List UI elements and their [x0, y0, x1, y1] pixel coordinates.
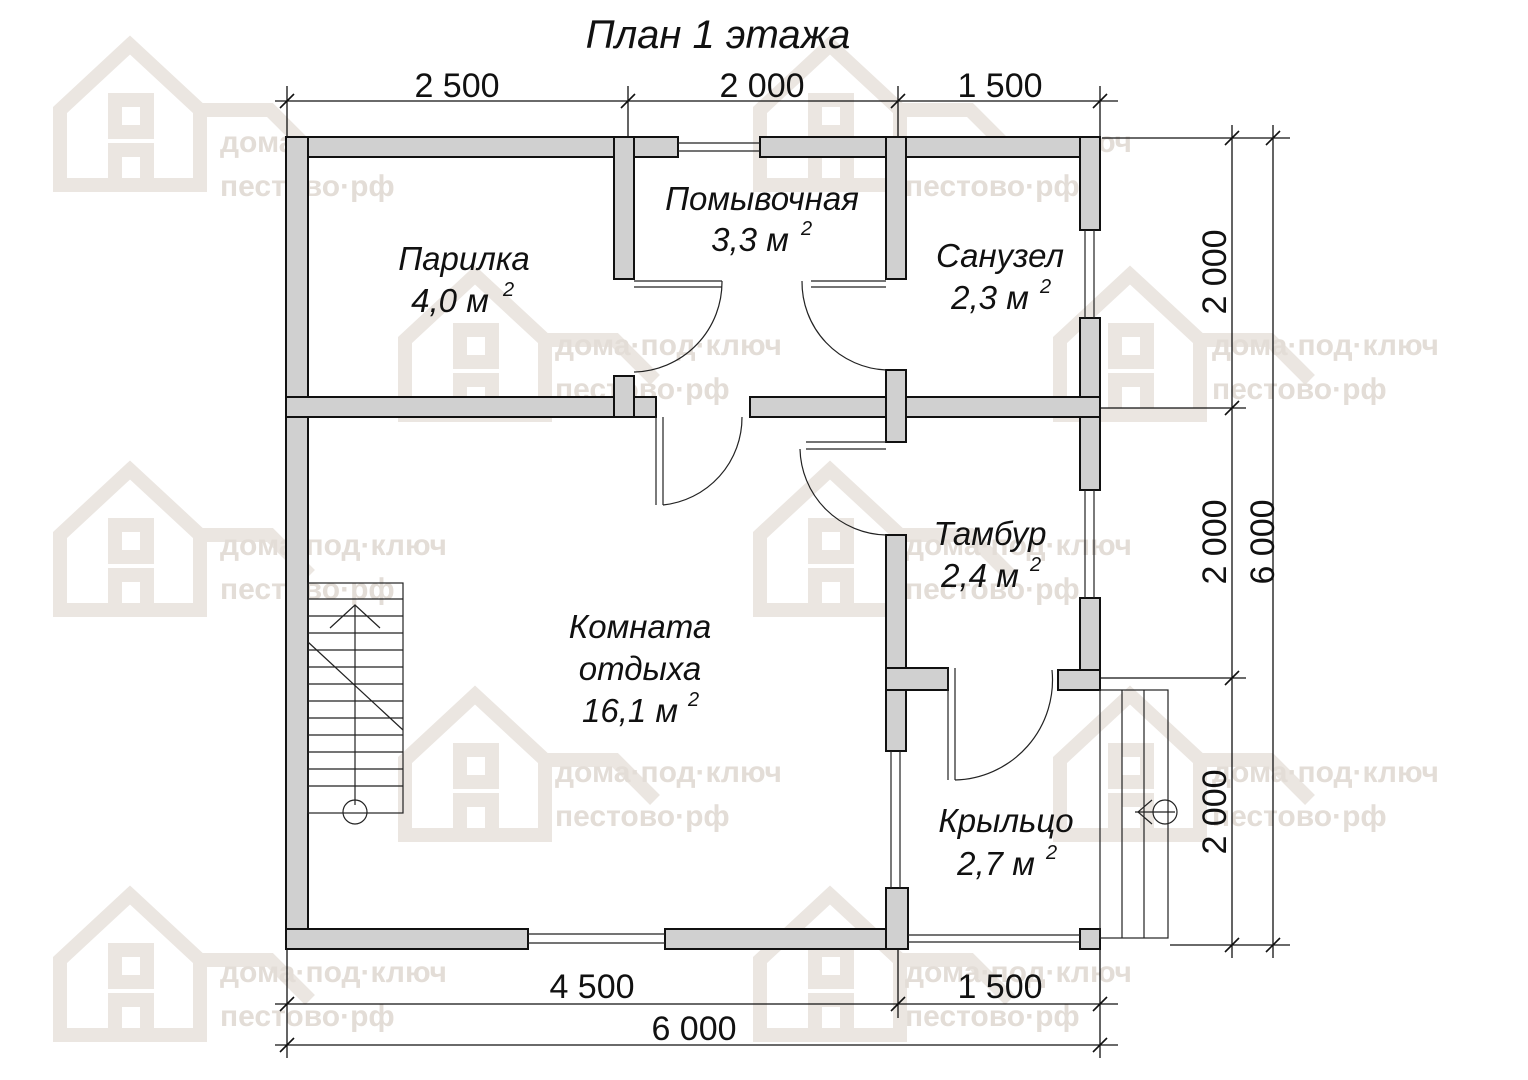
dimension-lines [275, 86, 1290, 1058]
watermark-text: пестово·рф [555, 800, 730, 833]
watermark-text: дома·под·ключ [1212, 329, 1439, 362]
dim-right-3: 2 000 [1196, 769, 1234, 854]
room-komnata-area: 16,1 м [582, 692, 678, 729]
dim-top-2: 2 000 [719, 67, 804, 105]
room-komnata-unit: 2 [687, 689, 699, 711]
room-sanuzel-name: Санузел [936, 237, 1064, 274]
dim-top-3: 1 500 [957, 67, 1042, 105]
room-parilka-area: 4,0 м [411, 282, 489, 319]
watermark-text: дома·под·ключ [905, 956, 1132, 989]
watermark-house-icon [60, 45, 310, 185]
room-tambur-unit: 2 [1029, 554, 1041, 576]
room-labels: Парилка 4,0 м 2 Помывочная 3,3 м 2 Сануз… [398, 180, 1073, 882]
room-krylco-area: 2,7 м [956, 845, 1035, 882]
room-komnata-name-1: Комната [569, 608, 711, 645]
dim-bottom-total: 6 000 [651, 1010, 736, 1048]
room-pomyvochnaya-area: 3,3 м [711, 221, 789, 258]
room-parilka-name: Парилка [398, 240, 530, 277]
room-tambur-area: 2,4 м [940, 557, 1019, 594]
plan-title: План 1 этажа [586, 13, 851, 57]
walls [285, 136, 1101, 950]
watermark-layer: дома·под·ключ пестово·рф дома·под·ключ п… [60, 45, 1439, 1035]
room-krylco-name: Крыльцо [938, 802, 1073, 839]
dim-right-2: 2 000 [1196, 499, 1234, 584]
watermark-text: пестово·рф [1212, 373, 1387, 406]
dim-top-1: 2 500 [414, 67, 499, 105]
watermark-text: пестово·рф [905, 170, 1080, 203]
room-sanuzel-area: 2,3 м [950, 279, 1029, 316]
watermark-text: пестово·рф [220, 1000, 395, 1033]
windows [528, 142, 1095, 944]
watermark-text: дома·под·ключ [220, 529, 447, 562]
staircase-icon [307, 582, 404, 825]
doors [633, 280, 1054, 781]
watermark-text: дома·под·ключ [220, 956, 447, 989]
watermark-text: дома·под·ключ [1212, 756, 1439, 789]
dim-right-1: 2 000 [1196, 229, 1234, 314]
room-sanuzel-unit: 2 [1039, 276, 1051, 298]
room-parilka-unit: 2 [502, 279, 514, 301]
dim-bottom-2: 1 500 [957, 968, 1042, 1006]
watermark-text: пестово·рф [1212, 800, 1387, 833]
watermark-text: дома·под·ключ [555, 329, 782, 362]
porch-steps-icon [1099, 689, 1178, 939]
room-komnata-name-2: отдыха [579, 650, 701, 687]
dim-right-total: 6 000 [1244, 499, 1282, 584]
room-krylco-unit: 2 [1045, 842, 1057, 864]
dim-bottom-1: 4 500 [549, 968, 634, 1006]
watermark-text: пестово·рф [905, 573, 1080, 606]
room-pomyvochnaya-name: Помывочная [665, 180, 859, 217]
room-tambur-name: Тамбур [933, 515, 1046, 552]
room-pomyvochnaya-unit: 2 [800, 218, 812, 240]
watermark-text: дома·под·ключ [555, 756, 782, 789]
watermark-text: пестово·рф [905, 1000, 1080, 1033]
